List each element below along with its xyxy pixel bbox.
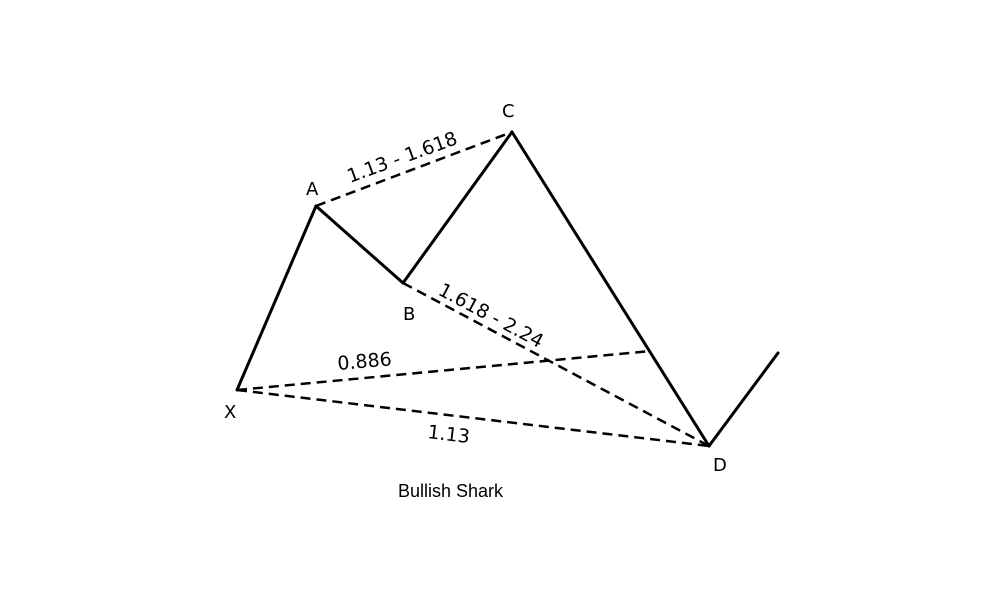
ratio-line-x-c xyxy=(236,349,652,392)
ratio-label-x-d: 1.13 xyxy=(426,421,471,448)
ratio-label-b-d: 1.618 - 2.24 xyxy=(435,279,547,353)
ratio-line-a-c xyxy=(315,130,513,208)
leg-x-a xyxy=(235,204,318,392)
ratio-line-x-d xyxy=(236,388,710,448)
point-label-b: B xyxy=(403,304,415,325)
leg-d-out xyxy=(707,351,780,448)
ratio-line-b-d xyxy=(402,281,710,448)
point-label-c: C xyxy=(502,101,515,122)
leg-c-d xyxy=(510,130,711,448)
diagram-caption: Bullish Shark xyxy=(398,481,504,501)
ratio-label-x-c: 0.886 xyxy=(337,348,393,375)
point-label-d: D xyxy=(713,455,727,476)
point-label-a: A xyxy=(306,179,319,200)
leg-a-b xyxy=(314,204,405,285)
leg-b-c xyxy=(401,130,514,285)
point-label-x: X xyxy=(224,402,236,423)
